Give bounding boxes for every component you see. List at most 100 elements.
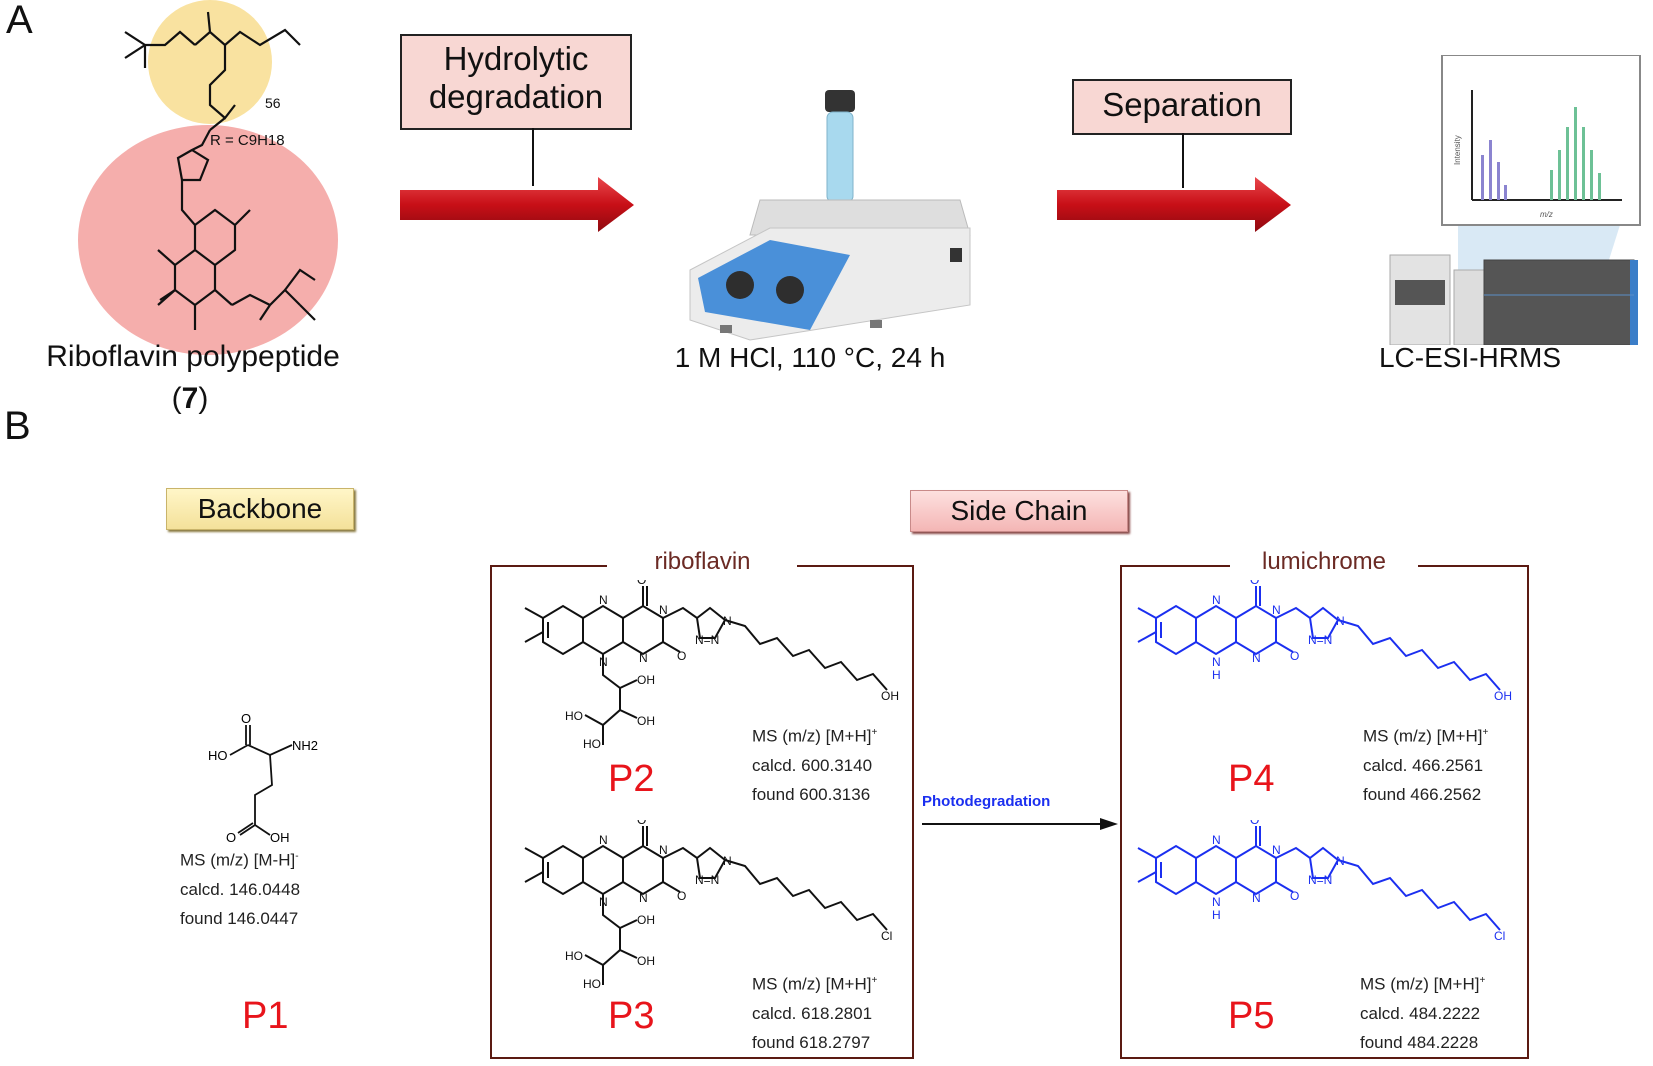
atom-o: O xyxy=(637,580,646,587)
atom-o: O xyxy=(1250,820,1259,827)
p5-calcd: calcd. 484.2222 xyxy=(1360,1003,1481,1023)
step2-connector xyxy=(1182,133,1184,188)
p3-charge: + xyxy=(871,975,878,986)
riboflavin-polypeptide-structure: 56 R = C9H18 xyxy=(78,0,338,355)
frame-top-right xyxy=(1418,565,1527,567)
atom-ho: HO xyxy=(583,737,601,750)
atom-ho: HO xyxy=(565,949,583,963)
reaction-conditions: 1 M HCl, 110 °C, 24 h xyxy=(674,342,946,373)
atom-nn: N=N xyxy=(695,873,719,887)
atom-ho: HO xyxy=(565,709,583,723)
p4-ms-data: MS (m/z) [M+H]+ calcd. 466.2561 found 46… xyxy=(1363,718,1488,809)
spectrum-x-axis: m/z xyxy=(1540,210,1553,219)
atom-n: N xyxy=(1272,843,1281,857)
terminal-group: OH xyxy=(1494,689,1512,703)
sidechain-highlight xyxy=(78,125,338,355)
lumichrome-frame xyxy=(1120,565,1529,1059)
p4-ms-line: MS (m/z) [M+H] xyxy=(1363,726,1483,746)
p2-ms-line: MS (m/z) [M+H] xyxy=(752,726,872,746)
atom-n: N xyxy=(723,614,732,628)
hydrolytic-degradation-label: Hydrolytic degradation xyxy=(400,34,632,130)
atom-o: O xyxy=(1290,889,1299,903)
atom-h: H xyxy=(1212,668,1221,682)
p3-ms-data: MS (m/z) [M+H]+ calcd. 618.2801 found 61… xyxy=(752,966,877,1057)
atom-n: N xyxy=(599,833,608,847)
riboflavin-frame-title: riboflavin xyxy=(654,548,751,575)
p5-charge: + xyxy=(1479,975,1486,986)
atom-n: N xyxy=(1252,651,1261,665)
p1-label: P1 xyxy=(242,995,289,1037)
lc-ms-instrument-icon: Intensity m/z xyxy=(1389,55,1641,345)
svg-text:O: O xyxy=(241,711,251,726)
polymer-name: Riboflavin polypeptide xyxy=(46,340,340,373)
backbone-tag: Backbone xyxy=(166,488,354,530)
p1-calcd: calcd. 146.0448 xyxy=(180,879,301,899)
atom-n: N xyxy=(599,655,608,669)
spectrum-inset xyxy=(1441,55,1641,226)
atom-o: O xyxy=(1250,580,1259,587)
photodegradation-arrow-icon xyxy=(922,818,1118,830)
atom-oh: OH xyxy=(637,913,655,927)
frame-top-left xyxy=(490,565,607,567)
side-chain-tag: Side Chain xyxy=(910,490,1128,532)
atom-nn: N=N xyxy=(1308,633,1332,647)
p2-label: P2 xyxy=(608,758,655,800)
red-arrow-2-icon xyxy=(1057,177,1291,232)
atom-nn: N=N xyxy=(1308,873,1332,887)
p3-label: P3 xyxy=(608,995,655,1037)
p1-ms-line: MS (m/z) [M-H] xyxy=(180,850,296,870)
frame-top-right xyxy=(797,565,912,567)
atom-label: NH2 xyxy=(292,738,318,753)
atom-n: N xyxy=(659,603,668,617)
panel-a-letter: A xyxy=(6,0,33,42)
atom-n: N xyxy=(639,651,648,665)
p3-found: found 618.2797 xyxy=(752,1032,871,1052)
hot-plate-stirrer-icon xyxy=(689,90,971,341)
step1-line1: Hydrolytic xyxy=(443,40,589,77)
compound-number-label: (7) xyxy=(171,382,209,415)
p5-ms-line: MS (m/z) [M+H] xyxy=(1360,974,1480,994)
atom-oh: OH xyxy=(637,714,655,728)
p1-glutamic-acid-structure: O HO NH2 O OH xyxy=(208,711,318,845)
p2-charge: + xyxy=(871,727,878,738)
p3-ms-line: MS (m/z) [M+H] xyxy=(752,974,872,994)
p5-label: P5 xyxy=(1228,995,1275,1037)
riboflavin-frame xyxy=(490,565,914,1059)
p3-calcd: calcd. 618.2801 xyxy=(752,1003,873,1023)
terminal-group: OH xyxy=(881,689,899,703)
step1-line2: degradation xyxy=(428,78,604,115)
p4-found: found 466.2562 xyxy=(1363,784,1482,804)
panel-b-letter: B xyxy=(4,404,31,448)
instrument-name: LC-ESI-HRMS xyxy=(1378,342,1561,373)
atom-oh: OH xyxy=(637,954,655,968)
atom-o: O xyxy=(677,649,686,663)
p1-ms-data: MS (m/z) [M-H]- calcd. 146.0448 found 14… xyxy=(180,842,300,933)
red-arrow-1-icon xyxy=(400,177,634,232)
atom-n: N xyxy=(1272,603,1281,617)
backbone-highlight xyxy=(148,0,272,124)
compound-number: 7 xyxy=(181,382,199,415)
bond-lines xyxy=(524,586,888,745)
atom-n: N xyxy=(1212,895,1221,909)
atom-n: N xyxy=(1212,655,1221,669)
atom-n: N xyxy=(1212,593,1221,607)
atom-h: H xyxy=(1212,908,1221,922)
atom-o: O xyxy=(1290,649,1299,663)
atom-ho: HO xyxy=(583,977,601,990)
atom-n: N xyxy=(659,843,668,857)
photodegradation-label: Photodegradation xyxy=(922,793,1051,810)
p2-calcd: calcd. 600.3140 xyxy=(752,755,873,775)
atom-n: N xyxy=(599,895,608,909)
lumichrome-frame-title: lumichrome xyxy=(1261,548,1387,575)
p4-calcd: calcd. 466.2561 xyxy=(1363,755,1484,775)
atom-n: N xyxy=(639,891,648,905)
terminal-group: Cl xyxy=(1494,929,1505,943)
p4-charge: + xyxy=(1482,727,1489,738)
frame-top-left xyxy=(1120,565,1230,567)
atom-n: N xyxy=(1252,891,1261,905)
atom-n: N xyxy=(1212,833,1221,847)
